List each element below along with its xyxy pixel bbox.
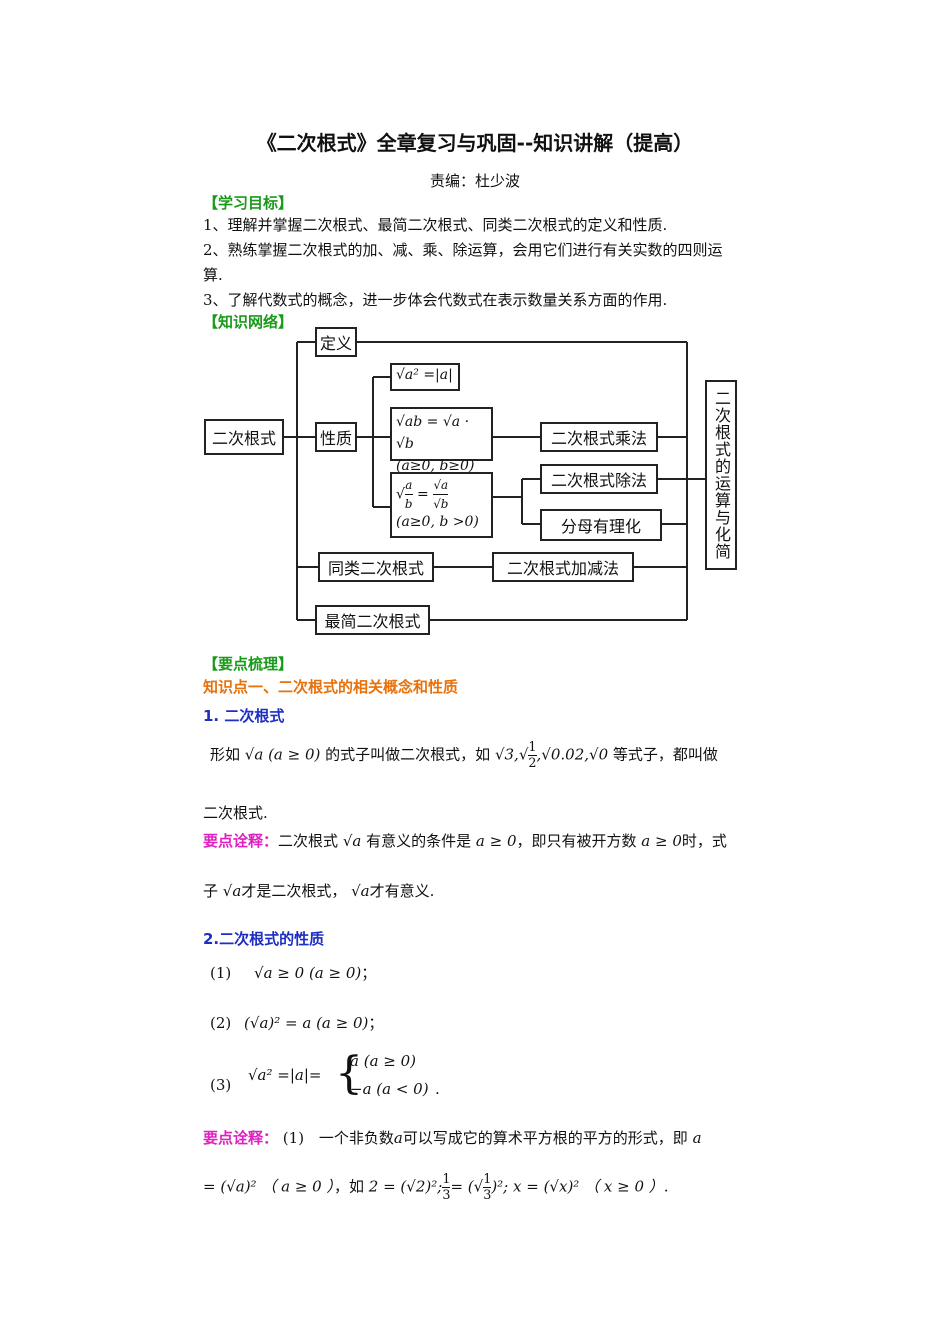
formula-product: √ab = √a · √b (a≥0, b≥0) [390, 407, 493, 474]
formula-product-cond: (a≥0, b≥0) [396, 458, 475, 474]
points-heading: 【要点梳理】 [203, 655, 294, 673]
node-root: 二次根式 [204, 419, 284, 455]
definition-formula: √a (a ≥ 0) [244, 745, 321, 764]
node-same-type: 同类二次根式 [318, 552, 434, 582]
definition-end: 二次根式. [203, 804, 268, 822]
note-2-line-a: 要点诠释： (1) 一个非负数a可以写成它的算术平方根的平方的形式，即 a [203, 1129, 702, 1147]
fraction: √a√b [433, 478, 449, 511]
knowledge-point-1: 知识点一、二次根式的相关概念和性质 [203, 678, 459, 696]
node-rationalize: 分母有理化 [540, 509, 662, 541]
subheading-1: 1. 二次根式 [203, 707, 285, 725]
goals-heading: 【学习目标】 [203, 194, 294, 212]
brace: { [335, 1048, 363, 1099]
node-simplest: 最简二次根式 [315, 605, 430, 635]
network-heading: 【知识网络】 [203, 313, 294, 331]
editor-line: 责编：杜少波 [429, 172, 520, 190]
node-definition: 定义 [315, 327, 357, 357]
subheading-2: 2.二次根式的性质 [203, 930, 325, 948]
goal-item: 3、了解代数式的概念，进一步体会代数式在表示数量关系方面的作用. [203, 291, 668, 309]
formula-abs: √a² =|a| [390, 363, 460, 391]
goal-item: 2、熟练掌握二次根式的加、减、乘、除运算，会用它们进行有关实数的四则运 [203, 241, 723, 259]
node-division: 二次根式除法 [540, 464, 658, 494]
goal-item: 1、理解并掌握二次根式、最简二次根式、同类二次根式的定义和性质. [203, 216, 668, 234]
formula-product-main: √ab = √a · √b [396, 414, 470, 452]
property-1: (1) √a ≥ 0 (a ≥ 0)； [210, 964, 377, 982]
note-1-line-a: 要点诠释：二次根式 √a 有意义的条件是 a ≥ 0，即只有被开方数 a ≥ 0… [203, 832, 727, 850]
node-add-subtract: 二次根式加减法 [492, 552, 634, 582]
node-multiplication: 二次根式乘法 [540, 422, 658, 452]
document-title: 《二次根式》全章复习与巩固--知识讲解（提高） [256, 131, 694, 155]
note-1-line-b: 子 √a才是二次根式， √a才有意义. [203, 882, 435, 900]
property-2: (2) (√a)² = a (a ≥ 0)； [210, 1014, 384, 1032]
goal-item: 算. [203, 266, 223, 284]
formula-quotient-cond: (a≥0, b >0) [396, 514, 479, 530]
node-operations: 二次根式的运算与化简 [705, 380, 737, 570]
node-property: 性质 [315, 422, 357, 452]
diagram-connectors [283, 341, 705, 621]
